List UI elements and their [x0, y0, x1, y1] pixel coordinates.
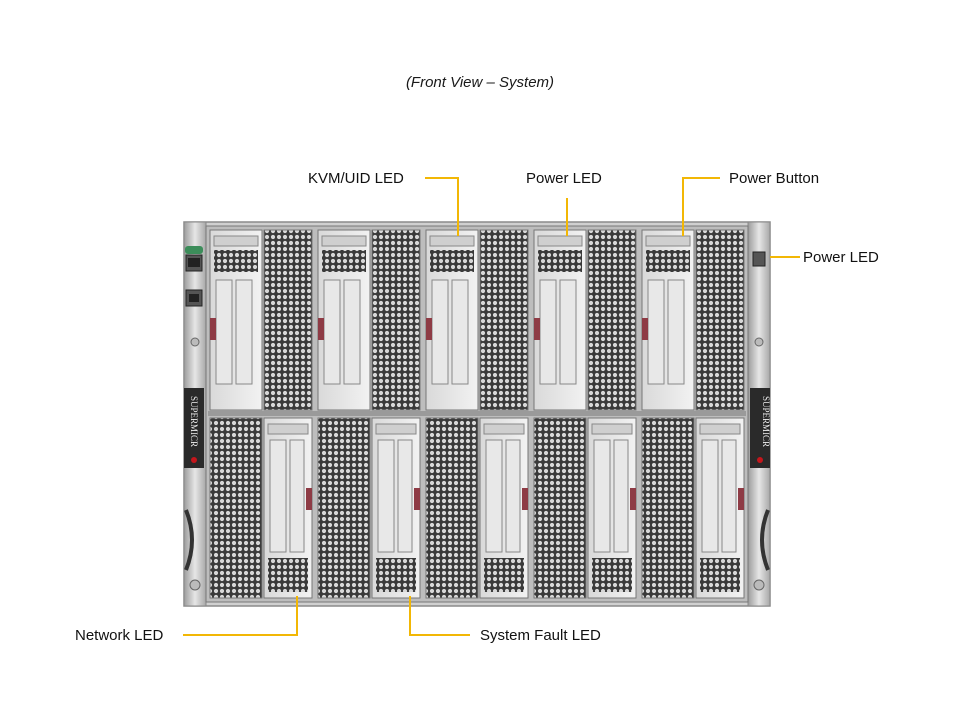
left-handle: [184, 509, 194, 571]
top-node-3: [425, 229, 529, 411]
leader-system-fault-led: [409, 596, 470, 636]
left-brand-dot: [191, 457, 197, 463]
left-brand-plate: [184, 388, 204, 468]
left-screw: [190, 337, 200, 347]
bottom-node-1: [209, 417, 313, 599]
callout-power-button: Power Button: [729, 170, 820, 187]
leader-power-button: [682, 177, 720, 236]
top-node-row: [209, 229, 745, 411]
left-brand-text: SUPERMICR: [189, 396, 199, 447]
top-node-2: [317, 229, 421, 411]
right-brand-text: SUPERMICR: [761, 396, 771, 447]
callout-power-led-right: Power LED: [803, 249, 879, 266]
bottom-node-4: [533, 417, 637, 599]
right-handle: [760, 509, 770, 571]
callout-power-led-top: Power LED: [526, 170, 602, 187]
leader-kvm-uid-led: [425, 177, 459, 236]
right-thumbscrew: [753, 579, 765, 591]
top-node-4: [533, 229, 637, 411]
bottom-node-row: [209, 417, 745, 599]
bottom-node-3: [425, 417, 529, 599]
left-thumbscrew: [189, 579, 201, 591]
callout-kvm-uid-led: KVM/UID LED: [308, 170, 404, 187]
right-screw: [754, 337, 764, 347]
left-ear-indicator: [185, 246, 203, 254]
leader-network-led: [183, 596, 298, 636]
callout-system-fault-led: System Fault LED: [480, 627, 601, 644]
callout-network-led: Network LED: [75, 627, 164, 644]
right-ear-power-led: [752, 251, 766, 267]
right-brand-plate: [750, 388, 770, 468]
top-node-5: [641, 229, 745, 411]
bottom-node-2: [317, 417, 421, 599]
leader-lines: [183, 177, 800, 636]
right-brand-dot: [757, 457, 763, 463]
bottom-node-5: [641, 417, 745, 599]
top-node-1: [209, 229, 313, 411]
figure-title: (Front View – System): [405, 74, 555, 91]
row-divider: [208, 411, 746, 416]
